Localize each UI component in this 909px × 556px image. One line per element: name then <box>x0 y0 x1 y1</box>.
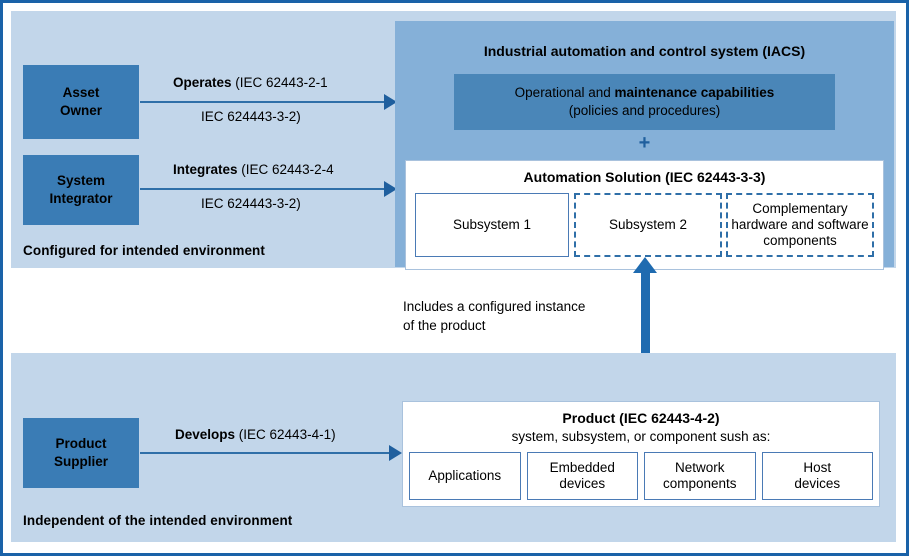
role-box-product-supplier[interactable]: Product Supplier <box>23 418 139 488</box>
arrow-operates-label-line1: Operates (IEC 62443-2-1 <box>173 75 328 90</box>
connector-label: Includes a configured instance of the pr… <box>403 297 585 335</box>
upper-panel-caption: Configured for intended environment <box>23 243 265 258</box>
arrow-integrates-bold: Integrates <box>173 162 238 177</box>
asset-owner-line2: Owner <box>59 103 102 118</box>
product-item-embedded-devices[interactable]: Embedded devices <box>526 452 638 500</box>
subsystem-2-label: Subsystem 2 <box>608 216 688 232</box>
iacs-title: Industrial automation and control system… <box>483 43 806 59</box>
arrow-develops-line <box>140 452 390 454</box>
operational-maintenance-capabilities-box: Operational and maintenance capabilities… <box>454 74 835 130</box>
operational-prefix: Operational and <box>514 85 615 101</box>
product-box: Product (IEC 62443-4-2) system, subsyste… <box>402 401 880 507</box>
arrow-develops-rest: (IEC 62443-4-1) <box>235 427 336 442</box>
operational-line2: (policies and procedures) <box>568 103 721 118</box>
arrow-operates-rest: (IEC 62443-2-1 <box>231 75 328 90</box>
connector-label-line1: Includes a configured instance <box>403 299 586 314</box>
arrow-operates-bold: Operates <box>173 75 232 90</box>
arrow-integrates-label-line1: Integrates (IEC 62443-2-4 <box>173 162 334 177</box>
role-box-asset-owner[interactable]: Asset Owner <box>23 65 139 139</box>
host-line2: devices <box>794 476 841 491</box>
iacs-panel: Industrial automation and control system… <box>395 21 894 270</box>
embedded-line1: Embedded <box>549 459 615 475</box>
product-item-network-components-label: Network components <box>663 460 737 492</box>
arrow-integrates-label-line2: IEC 624443-3-2) <box>201 196 301 211</box>
applications-line1: Applications <box>428 467 502 483</box>
operational-bold: maintenance capabilities <box>614 85 775 101</box>
arrow-operates-label-line2: IEC 624443-3-2) <box>201 109 301 124</box>
product-title: Product (IEC 62443-4-2) <box>562 410 720 426</box>
embedded-line2: devices <box>559 476 606 491</box>
role-box-product-supplier-label: Product Supplier <box>54 435 108 471</box>
complementary-components-box[interactable]: Complementary hardware and software comp… <box>726 193 874 257</box>
arrow-integrates-line <box>140 188 385 190</box>
network-line1: Network <box>674 459 725 475</box>
product-item-host-devices[interactable]: Host devices <box>761 452 873 500</box>
product-item-network-components[interactable]: Network components <box>644 452 756 500</box>
network-line2: components <box>662 476 737 491</box>
plus-icon: + <box>638 132 651 154</box>
automation-solution-box: Automation Solution (IEC 62443-3-3) Subs… <box>405 160 884 270</box>
system-integrator-line1: System <box>56 173 105 189</box>
product-item-embedded-devices-label: Embedded devices <box>550 460 615 492</box>
product-item-host-devices-label: Host devices <box>794 460 840 492</box>
product-subtitle: system, subsystem, or component sush as: <box>511 429 771 444</box>
arrow-develops-label: Develops (IEC 62443-4-1) <box>175 427 336 442</box>
arrow-integrates-rest: (IEC 62443-2-4 <box>237 162 334 177</box>
subsystem-1-label: Subsystem 1 <box>452 216 532 232</box>
operational-line1: Operational and maintenance capabilities <box>515 84 775 102</box>
system-integrator-line2: Integrator <box>49 191 113 206</box>
lower-panel-caption: Independent of the intended environment <box>23 513 293 528</box>
product-item-applications-label: Applications <box>428 468 501 484</box>
role-box-system-integrator-label: System Integrator <box>49 172 112 208</box>
role-box-system-integrator[interactable]: System Integrator <box>23 155 139 225</box>
host-line1: Host <box>803 459 832 475</box>
arrow-operates-line <box>140 101 385 103</box>
role-box-asset-owner-label: Asset Owner <box>60 84 102 120</box>
automation-solution-title: Automation Solution (IEC 62443-3-3) <box>523 169 766 185</box>
product-supplier-line1: Product <box>55 436 107 452</box>
arrow-develops-bold: Develops <box>175 427 236 442</box>
subsystem-2-box[interactable]: Subsystem 2 <box>574 193 722 257</box>
product-supplier-line2: Supplier <box>53 454 108 469</box>
product-items-row: Applications Embedded devices Network co… <box>409 452 873 500</box>
arrow-integrates-head <box>384 181 397 197</box>
arrow-operates-head <box>384 94 397 110</box>
product-item-applications[interactable]: Applications <box>409 452 521 500</box>
connector-arrow-head-icon <box>633 257 657 273</box>
complementary-components-label: Complementary hardware and software comp… <box>731 200 869 249</box>
connector-label-line2: of the product <box>403 318 486 334</box>
subsystem-1-box[interactable]: Subsystem 1 <box>415 193 569 257</box>
asset-owner-line1: Asset <box>62 85 100 101</box>
arrow-develops-head <box>389 445 402 461</box>
connector-arrow-shaft <box>641 271 650 407</box>
